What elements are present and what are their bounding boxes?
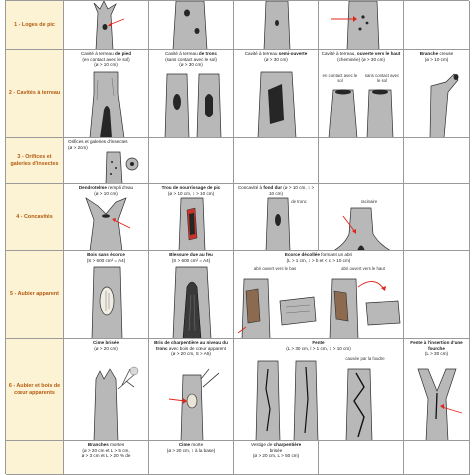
row-header-concavites: 4 - Concavités xyxy=(6,184,64,251)
subcaption-ground-contact: en contact avec le sol xyxy=(322,73,358,83)
cell-r3-c4 xyxy=(319,138,404,184)
caption: Cavité à terreau de pied(en contact avec… xyxy=(80,51,132,67)
subcaption-trunk: de tronc xyxy=(291,199,307,204)
fire-scar-illustration xyxy=(172,266,212,338)
caption: Fente à l'insertion d'une fourche(L > 30… xyxy=(410,340,463,356)
caption: Fente(L > 30 cm, l > 1 cm, ↕ > 10 cm) xyxy=(286,340,351,351)
caption: Concavité à fond dur (ø > 10 cm, ↕ > 10 … xyxy=(237,185,315,196)
cell-r6-c2: Bris de charpentière au niveau du tronc … xyxy=(149,339,234,441)
cell-r2-c1: Cavité à terreau de pied(en contact avec… xyxy=(64,50,149,138)
cell-r5-c5 xyxy=(404,251,470,339)
subcaption-open-upward: abri ouvert vers le haut xyxy=(341,266,385,271)
cell-r7-c1: Branches mortes(ø > 20 cm et L > 5 cm,ø … xyxy=(64,441,149,475)
caption: Branche creuse(ø > 10 cm) xyxy=(419,51,454,62)
cell-r7-c5 xyxy=(404,441,470,475)
root-concavity-illustration xyxy=(333,207,391,250)
subcaption-open-downward: abri ouvert vers le bas xyxy=(253,266,297,271)
row-label: 4 - Concavités xyxy=(16,213,53,220)
cell-r3-c3 xyxy=(234,138,319,184)
caption: Cime morte(ø > 20 cm, ↕ à la base) xyxy=(166,442,216,453)
row-header-partial xyxy=(6,441,64,475)
subcaption-lightning: causée par la foudre xyxy=(345,356,385,361)
cell-r2-c5: Branche creuse(ø > 10 cm) xyxy=(404,50,470,138)
trunk-concavity-illustration xyxy=(265,197,291,250)
row-label: 1 - Loges de pic xyxy=(14,21,55,28)
caption: Bois sans écorce(S > 600 cm² = A4) xyxy=(86,252,126,263)
cell-r4-c1: Dendrotelme rempli d'eau(ø > 10 cm) xyxy=(64,184,149,251)
caption: Blessure due au feu(S > 600 cm² = A4) xyxy=(169,252,213,263)
cell-r4-c3: Concavité à fond dur (ø > 10 cm, ↕ > 10 … xyxy=(234,184,319,251)
cell-r3-c1: Orifices et galeries d'insectes(ø > 2cm) xyxy=(64,138,149,184)
woodpecker-cavity-illustration xyxy=(331,1,380,49)
chimney-rot-hole-illustration xyxy=(328,89,394,137)
caption: Dendrotelme rempli d'eau(ø > 10 cm) xyxy=(78,185,134,196)
row-header-orifices-galeries: 3 - Orifices et galeries d'insectes xyxy=(6,138,64,184)
subcaption-root: racinaire xyxy=(360,199,378,204)
crack-illustration xyxy=(255,360,373,440)
row-label: 5 - Aubier apparent xyxy=(10,291,59,298)
dendrotelm-illustration xyxy=(85,197,131,250)
trunk-rot-hole-illustration xyxy=(164,73,222,137)
cell-r1-c2 xyxy=(149,1,234,50)
caption: Branches mortes(ø > 20 cm et L > 5 cm,ø … xyxy=(81,442,131,458)
cell-r2-c2: Cavité à terreau de tronc(sans contact a… xyxy=(149,50,234,138)
row-label: 6 - Aubier et bois de cœur apparents xyxy=(8,382,61,396)
cell-r1-c1 xyxy=(64,1,149,50)
row-label: 2 - Cavités à terreau xyxy=(8,90,61,97)
caption: Ecorce décollée formant un abri(L > 1 cm… xyxy=(284,252,353,263)
woodpecker-feeding-hole-illustration xyxy=(178,197,206,250)
cell-r2-c3: Cavité à terreau semi-ouverte(ø > 30 cm) xyxy=(234,50,319,138)
caption: Cavité à terreau semi-ouverte(ø > 30 cm) xyxy=(244,51,308,62)
row-header-aubier-bois-de-coeur: 6 - Aubier et bois de cœur apparents xyxy=(6,339,64,441)
woodpecker-cavity-illustration xyxy=(263,1,291,49)
caption: Orifices et galeries d'insectes(ø > 2cm) xyxy=(68,139,128,150)
caption: Cavité à terreau, ouverte vers le haut(c… xyxy=(321,51,401,62)
bark-loss-illustration xyxy=(91,266,123,338)
broken-crown-illustration xyxy=(93,366,139,440)
insect-galleries-illustration xyxy=(105,151,139,183)
cell-r6-c3: Fente(L > 30 cm, l > 1 cm, ↕ > 10 cm) ca… xyxy=(234,339,404,441)
cell-r5-c3: Ecorce décollée formant un abri(L > 1 cm… xyxy=(234,251,404,339)
broken-limb-illustration xyxy=(168,368,220,440)
cell-r3-c5 xyxy=(404,138,470,184)
cell-r1-c3 xyxy=(234,1,319,50)
row-header-cavites-a-terreau: 2 - Cavités à terreau xyxy=(6,50,64,138)
subcaption-no-ground-contact: sans contact avec le sol xyxy=(364,73,400,83)
caption: Cime brisée(ø > 20 cm) xyxy=(92,340,120,351)
caption: Trou de nourrissage de pic(ø > 10 cm, ↕ … xyxy=(161,185,221,196)
cell-r6-c1: Cime brisée(ø > 20 cm) xyxy=(64,339,149,441)
hollow-branch-illustration xyxy=(429,73,459,137)
cell-r3-c2 xyxy=(149,138,234,184)
row-header-loges-de-pic: 1 - Loges de pic xyxy=(6,1,64,50)
semi-open-rot-hole-illustration xyxy=(257,71,297,137)
row-label: 3 - Orifices et galeries d'insectes xyxy=(10,153,59,167)
woodpecker-cavity-illustration xyxy=(172,1,208,49)
cell-r7-c4 xyxy=(319,441,404,475)
cell-r5-c1: Bois sans écorce(S > 600 cm² = A4) xyxy=(64,251,149,339)
fork-crack-illustration xyxy=(417,368,463,440)
woodpecker-cavity-illustration xyxy=(93,1,125,49)
base-rot-hole-illustration xyxy=(89,71,125,137)
cell-r7-c2: Cime morte(ø > 20 cm, ↕ à la base) xyxy=(149,441,234,475)
caption: Cavité à terreau de tronc(sans contact a… xyxy=(164,51,218,67)
cell-r4-c2: Trou de nourrissage de pic(ø > 10 cm, ↕ … xyxy=(149,184,234,251)
cell-r1-c4 xyxy=(319,1,404,50)
cell-r5-c2: Blessure due au feu(S > 600 cm² = A4) xyxy=(149,251,234,339)
tree-microhabitat-table: 1 - Loges de pic 2 - Cavités à terreau C… xyxy=(5,0,470,475)
cell-r2-c4: Cavité à terreau, ouverte vers le haut(c… xyxy=(319,50,404,138)
cell-r6-c5: Fente à l'insertion d'une fourche(L > 30… xyxy=(404,339,470,441)
row-header-aubier-apparent: 5 - Aubier apparent xyxy=(6,251,64,339)
caption: Bris de charpentière au niveau du tronc … xyxy=(154,340,228,356)
cell-r4-c4: racinaire xyxy=(319,184,404,251)
cell-r4-c5 xyxy=(404,184,470,251)
cell-r1-c5 xyxy=(404,1,470,50)
loose-bark-illustration xyxy=(237,278,401,338)
